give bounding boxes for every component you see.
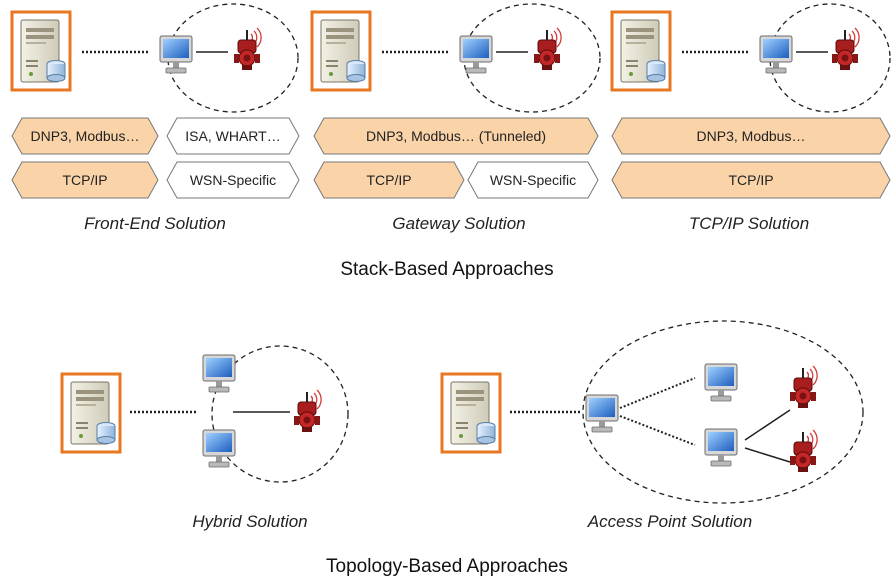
sensor-device-icon (789, 365, 819, 409)
wsn-specific-label: WSN-Specific (490, 172, 576, 188)
server-icon (312, 12, 370, 90)
monitor-icon (704, 428, 738, 467)
server-icon (12, 12, 70, 90)
dnp3-tunneled-label: DNP3, Modbus… (Tunneled) (366, 128, 546, 144)
dnp3-modbus-arrow (611, 117, 891, 155)
tcpip-solution: DNP3, Modbus… TCP/IP TCP/IP Solution (611, 3, 891, 233)
tcpip-arrow (611, 161, 891, 199)
hybrid-caption: Hybrid Solution (192, 512, 307, 531)
tcpip-arrow (313, 161, 465, 199)
server-icon (62, 374, 120, 452)
wsn-specific-arrow (467, 161, 599, 199)
wsn-boundary (167, 3, 299, 113)
hybrid-solution: Hybrid Solution (62, 345, 349, 531)
stack-section-title: Stack-Based Approaches (340, 259, 553, 280)
server-icon (612, 12, 670, 90)
tcpip-label: TCP/IP (728, 172, 773, 188)
dnp3-modbus-label: DNP3, Modbus… (31, 128, 140, 144)
wsn-specific-arrow (166, 161, 300, 199)
front-end-caption: Front-End Solution (84, 214, 226, 233)
tcpip-label: TCP/IP (366, 172, 411, 188)
monitor-icon (159, 35, 193, 74)
monitor-icon (759, 35, 793, 74)
wsn-specific-label: WSN-Specific (190, 172, 276, 188)
dnp3-tunneled-arrow (313, 117, 599, 155)
tcpip-caption: TCP/IP Solution (689, 214, 809, 233)
dnp3-modbus-label: DNP3, Modbus… (697, 128, 806, 144)
topology-section-title: Topology-Based Approaches (326, 556, 568, 577)
server-icon (442, 374, 500, 452)
access-point-solution: Access Point Solution (442, 320, 864, 531)
gateway-solution: DNP3, Modbus… (Tunneled) TCP/IP WSN-Spec… (312, 3, 601, 233)
access-point-monitor-icon (585, 394, 619, 433)
wsn-boundary (769, 3, 891, 113)
sensor-device-icon (831, 27, 861, 71)
wireless-link (619, 377, 696, 409)
gateway-caption: Gateway Solution (392, 214, 525, 233)
access-point-caption: Access Point Solution (587, 512, 752, 531)
isa-whart-label: ISA, WHART… (185, 128, 280, 144)
wsn-boundary (211, 345, 349, 483)
wireless-link (619, 415, 696, 446)
monitor-icon (704, 363, 738, 402)
monitor-icon (202, 354, 236, 393)
wired-link (744, 409, 791, 441)
sensor-device-icon (789, 429, 819, 473)
front-end-solution: DNP3, Modbus… ISA, WHART… TCP/IP WSN-Spe… (11, 3, 300, 233)
wsn-boundary (582, 320, 864, 504)
sensor-device-icon (533, 27, 563, 71)
dnp3-modbus-arrow (11, 117, 159, 155)
wired-link (744, 447, 791, 463)
sensor-device-icon (233, 27, 263, 71)
sensor-device-icon (293, 389, 323, 433)
isa-whart-arrow (166, 117, 300, 155)
tcpip-label: TCP/IP (62, 172, 107, 188)
tcpip-arrow (11, 161, 159, 199)
monitor-icon (202, 429, 236, 468)
